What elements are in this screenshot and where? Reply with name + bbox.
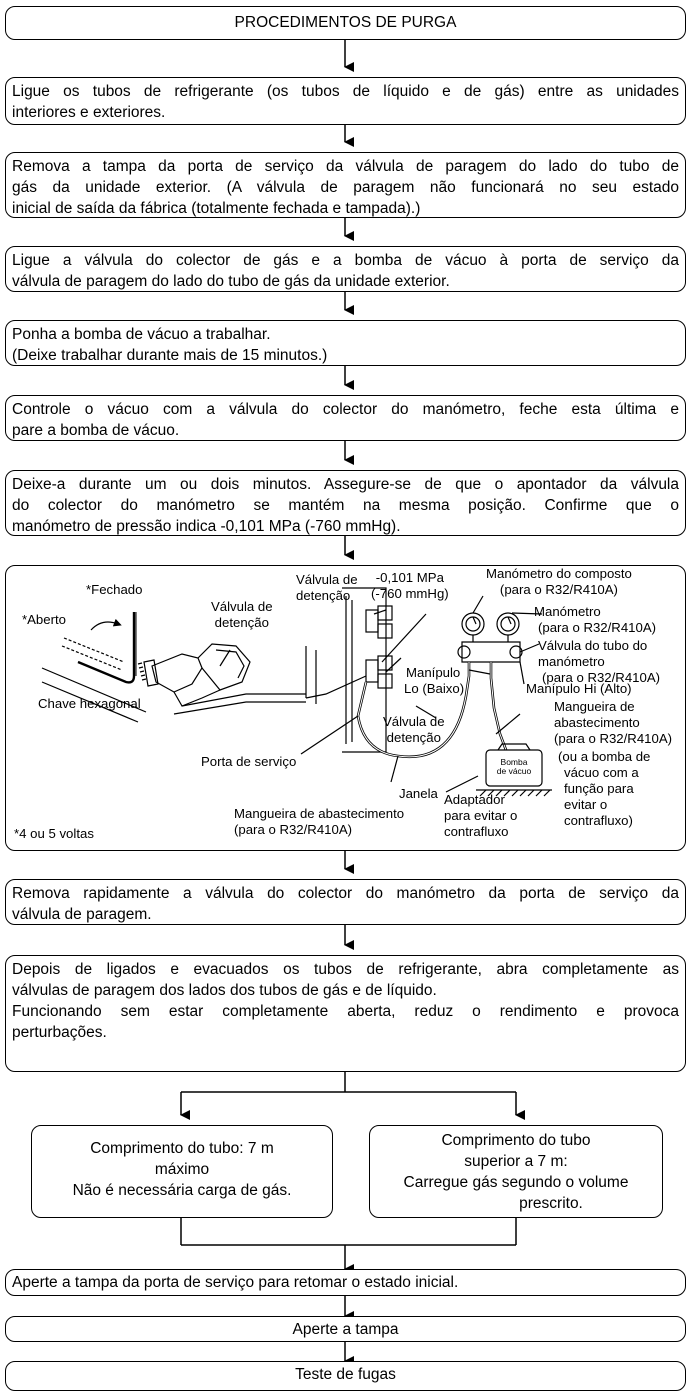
step-1-line-1: Ligue os tubos de refrigerante (os tubos… bbox=[12, 83, 679, 100]
step-10-text: Aperte a tampa bbox=[292, 1321, 399, 1338]
label-porta-servico: Porta de serviço bbox=[201, 754, 297, 769]
step-5-box: Controle o vácuo com a válvula do colect… bbox=[5, 395, 686, 441]
label-janela: Janela bbox=[399, 786, 438, 801]
step-5-line-2: pare a bomba de vácuo. bbox=[12, 422, 180, 439]
step-8-line-3: Funcionando sem estar completamente aber… bbox=[12, 1003, 679, 1020]
step-1-line-2: interiores e exteriores. bbox=[12, 104, 166, 121]
branch-right-box: Comprimento do tubo superior a 7 m: Carr… bbox=[369, 1125, 663, 1218]
branch-right-line-2: superior a 7 m: bbox=[464, 1153, 568, 1170]
label-manometro: Manómetro (para o R32/R410A) bbox=[534, 604, 657, 635]
step-8-line-1: Depois de ligados e evacuados os tubos d… bbox=[12, 961, 679, 978]
step-8-box: Depois de ligados e evacuados os tubos d… bbox=[5, 955, 686, 1072]
branch-right-line-1: Comprimento do tubo bbox=[441, 1132, 591, 1149]
label-mangueira-right: Mangueira de abastecimento (para o R32/R… bbox=[554, 699, 673, 746]
step-7-line-1: Remova rapidamente a válvula do colector… bbox=[12, 885, 679, 902]
step-7-line-2: válvula de paragem. bbox=[12, 906, 152, 923]
label-voltas: *4 ou 5 voltas bbox=[14, 826, 94, 841]
step-2-box: Remova a tampa da porta de serviço da vá… bbox=[5, 152, 686, 218]
branch-right-line-3: Carregue gás segundo o volume bbox=[403, 1174, 629, 1191]
step-11-text: Teste de fugas bbox=[295, 1366, 396, 1383]
step-4-line-1: Ponha a bomba de vácuo a trabalhar. bbox=[12, 326, 271, 343]
step-8-line-2: válvulas de paragem dos lados dos tubos … bbox=[12, 982, 437, 999]
label-adaptador: Adaptador para evitar o contrafluxo bbox=[444, 792, 518, 839]
label-aberto: *Aberto bbox=[22, 612, 66, 627]
step-9-text: Aperte a tampa da porta de serviço para … bbox=[12, 1274, 459, 1291]
label-pressure: -0,101 MPa (-760 mmHg) bbox=[371, 570, 449, 601]
step-8-line-4: perturbações. bbox=[12, 1024, 107, 1041]
label-manipulo-lo: Manípulo Lo (Baixo) bbox=[404, 665, 465, 696]
step-6-line-2: do colector do manómetro se mantém na me… bbox=[12, 497, 679, 514]
step-4-box: Ponha a bomba de vácuo a trabalhar. (Dei… bbox=[5, 320, 686, 366]
step-2-line-1: Remova a tampa da porta de serviço da vá… bbox=[12, 158, 679, 175]
purge-diagram: *Fechado *Aberto Chave hexagonal Válvula… bbox=[5, 565, 686, 851]
step-2-line-2: gás da unidade exterior. (A válvula de p… bbox=[12, 179, 679, 196]
step-6-line-1: Deixe-a durante um ou dois minutos. Asse… bbox=[12, 476, 679, 493]
step-3-line-1: Ligue a válvula do colector de gás e a b… bbox=[12, 252, 679, 269]
step-11-box: Teste de fugas bbox=[5, 1361, 686, 1391]
label-chave-hexagonal: Chave hexagonal bbox=[38, 696, 141, 711]
title-box: PROCEDIMENTOS DE PURGA bbox=[5, 6, 686, 40]
label-manipulo-hi: Manípulo Hi (Alto) bbox=[526, 681, 632, 696]
branch-left-line-3: Não é necessária carga de gás. bbox=[72, 1182, 292, 1199]
label-ou-bomba: (ou a bomba de vácuo com a função para e… bbox=[558, 749, 651, 828]
step-7-box: Remova rapidamente a válvula do colector… bbox=[5, 879, 686, 925]
label-valvula-detencao-top: Válvula de detenção bbox=[296, 572, 358, 603]
diagram-drawing bbox=[41, 587, 552, 797]
label-bomba-vacuo: Bomba de vácuo bbox=[496, 757, 532, 776]
label-mangueira-bottom: Mangueira de abastecimento (para o R32/R… bbox=[234, 806, 405, 837]
step-5-line-1: Controle o vácuo com a válvula do colect… bbox=[12, 401, 679, 418]
branch-right-line-4: prescrito. bbox=[519, 1195, 583, 1212]
branch-left-line-1: Comprimento do tubo: 7 m bbox=[90, 1140, 274, 1157]
label-fechado: *Fechado bbox=[86, 582, 143, 597]
label-valvula-detencao-left: Válvula de detenção bbox=[211, 599, 273, 630]
step-10-box: Aperte a tampa bbox=[5, 1316, 686, 1342]
branch-left-line-2: máximo bbox=[154, 1161, 210, 1178]
step-2-line-3: inicial de saída da fábrica (totalmente … bbox=[12, 200, 421, 217]
label-valvula-detencao-mid: Válvula de detenção bbox=[383, 714, 445, 745]
label-manometro-composto: Manómetro do composto (para o R32/R410A) bbox=[486, 566, 632, 597]
step-6-line-3: manómetro de pressão indica -0,101 MPa (… bbox=[12, 518, 401, 535]
title-text: PROCEDIMENTOS DE PURGA bbox=[234, 14, 457, 31]
step-6-box: Deixe-a durante um ou dois minutos. Asse… bbox=[5, 470, 686, 536]
step-3-box: Ligue a válvula do colector de gás e a b… bbox=[5, 246, 686, 292]
step-4-line-2: (Deixe trabalhar durante mais de 15 minu… bbox=[12, 347, 328, 364]
step-1-box: Ligue os tubos de refrigerante (os tubos… bbox=[5, 77, 686, 125]
step-3-line-2: válvula de paragem do lado do tubo de gá… bbox=[12, 273, 450, 290]
step-9-box: Aperte a tampa da porta de serviço para … bbox=[5, 1269, 686, 1296]
branch-left-box: Comprimento do tubo: 7 m máximo Não é ne… bbox=[31, 1125, 333, 1218]
label-valvula-tubo: Válvula do tubo do manómetro (para o R32… bbox=[538, 638, 661, 685]
